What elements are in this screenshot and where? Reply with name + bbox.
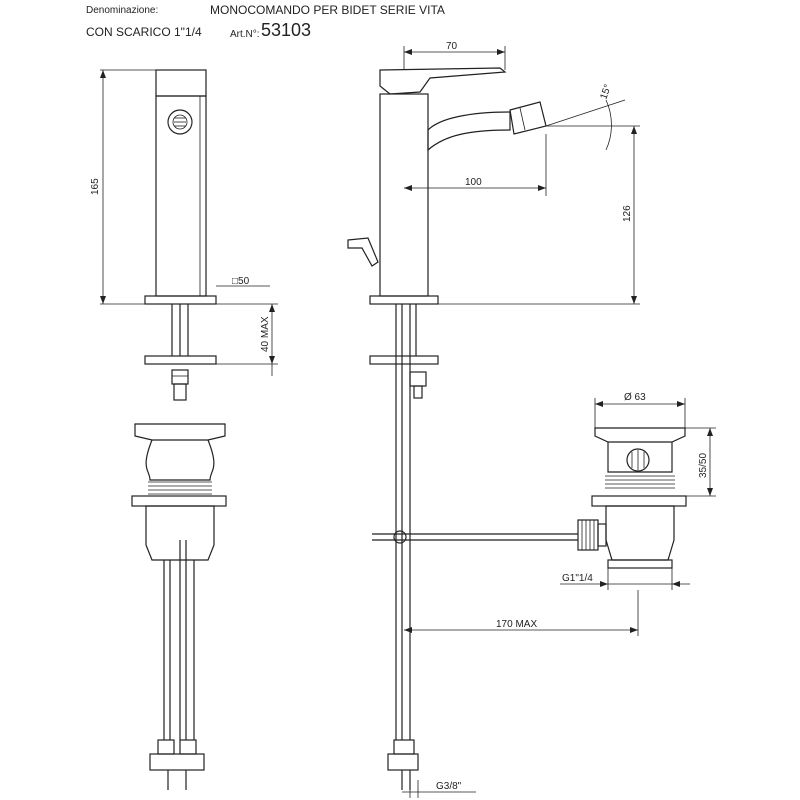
denominazione-label: Denominazione: [86, 5, 159, 16]
svg-text:G3/8": G3/8" [436, 781, 462, 792]
side-popup-lever [347, 237, 379, 267]
art-number: 53103 [261, 20, 312, 40]
side-aerator [509, 101, 547, 135]
waste-detail [577, 427, 687, 569]
dim-rod-reach: 170 MAX [404, 590, 639, 636]
side-spout [427, 111, 511, 152]
front-fixing-plate [144, 355, 217, 365]
side-body [379, 93, 429, 297]
dim-waste-height: 35/50 [685, 427, 716, 497]
art-label: Art.N°: [230, 29, 260, 40]
dim-inlet-thread: G3/8" [402, 780, 476, 798]
front-popup-flange [134, 423, 226, 441]
svg-text:35/50: 35/50 [698, 453, 709, 478]
dim-spout-reach: 100 [404, 134, 547, 196]
dim-angle: 15° [545, 83, 640, 151]
subtitle: CON SCARICO 1"1/4 [86, 25, 202, 39]
svg-text:100: 100 [465, 177, 482, 188]
dim-spout-height: 126 [438, 126, 640, 305]
svg-text:170 MAX: 170 MAX [496, 619, 537, 630]
dim-spout-reach-top: 70 [403, 41, 506, 70]
side-lever [379, 67, 507, 95]
front-waste-body [145, 505, 215, 561]
svg-text:40 MAX: 40 MAX [260, 316, 271, 352]
svg-text:15°: 15° [598, 83, 614, 101]
svg-text:70: 70 [446, 41, 458, 52]
svg-text:126: 126 [622, 205, 633, 222]
dim-base-square: □50 [216, 276, 270, 287]
product-name: MONOCOMANDO PER BIDET SERIE VITA [210, 3, 445, 17]
side-view [347, 67, 578, 790]
svg-text:□50: □50 [232, 276, 250, 287]
front-view [131, 69, 227, 790]
svg-text:Ø 63: Ø 63 [624, 392, 646, 403]
dim-waste-diameter: Ø 63 [594, 392, 686, 428]
front-knob [167, 109, 193, 135]
dim-mount-max: 40 MAX [216, 303, 278, 376]
svg-text:G1"1/4: G1"1/4 [562, 573, 593, 584]
front-base-plate [144, 295, 217, 305]
svg-text:165: 165 [90, 178, 101, 195]
dim-waste-thread: G1"1/4 [560, 568, 690, 590]
front-handle-cap [155, 69, 207, 97]
dim-height-total: 165 [90, 69, 156, 305]
